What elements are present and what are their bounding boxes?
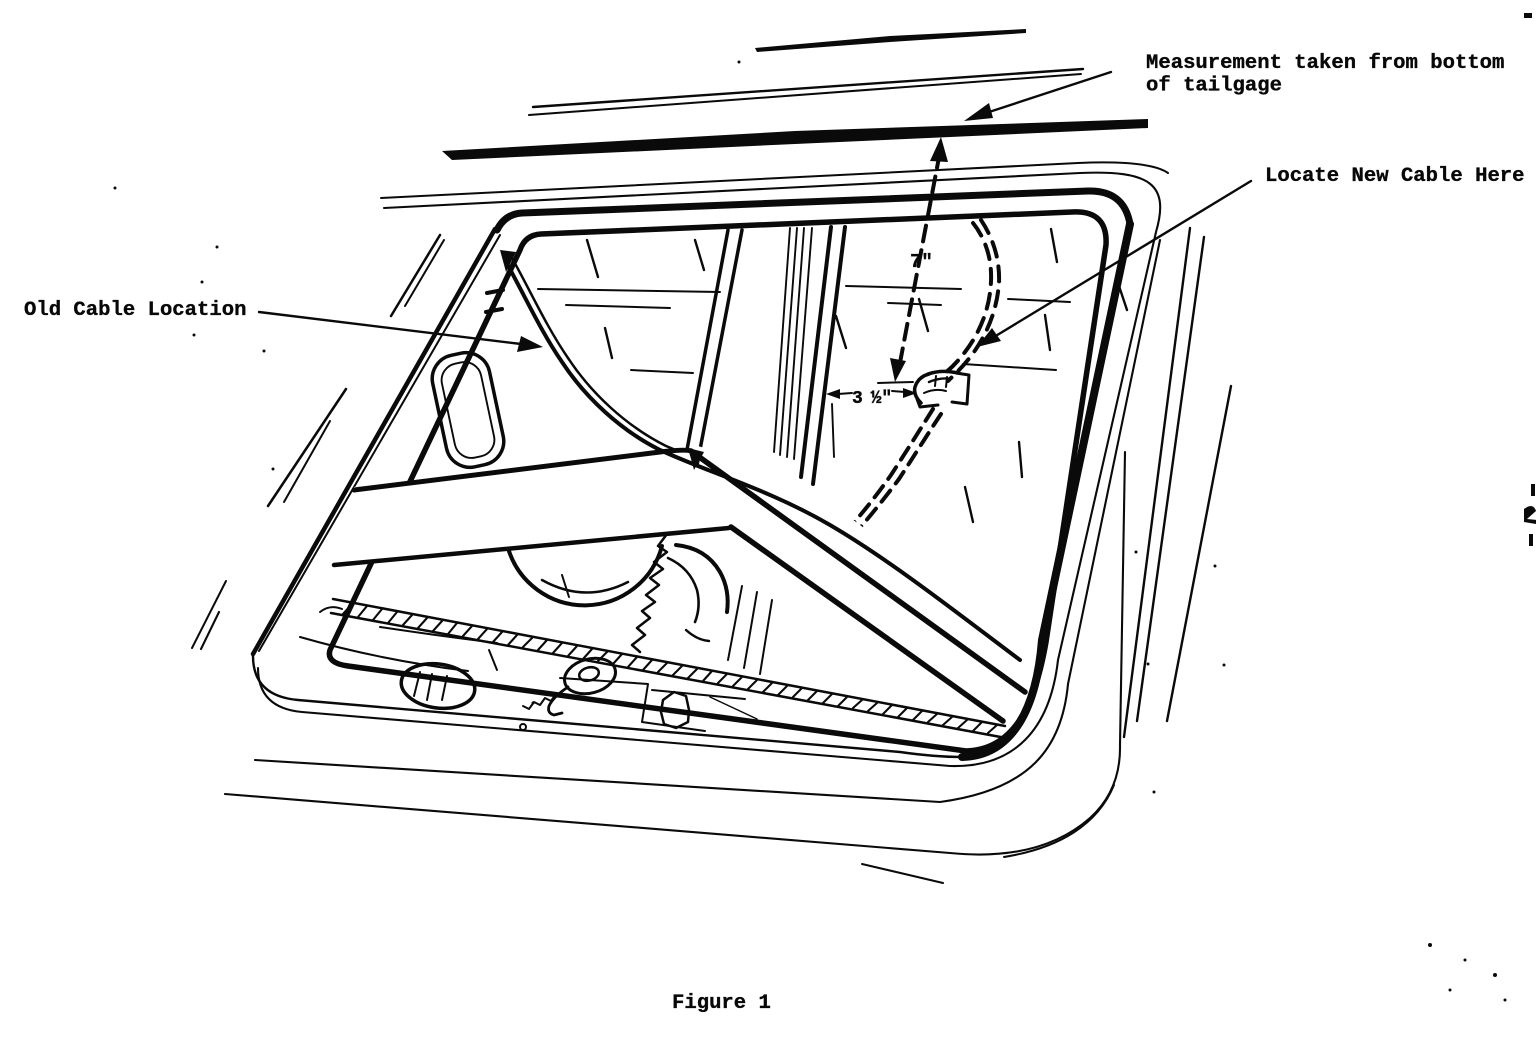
svg-text:Locate New Cable Here: Locate New Cable Here bbox=[1265, 165, 1525, 188]
svg-text:Measurement taken from bottom: Measurement taken from bottom bbox=[1146, 52, 1504, 75]
svg-text:of tailgage: of tailgage bbox=[1146, 75, 1282, 98]
svg-text:7": 7" bbox=[910, 251, 933, 273]
svg-text:3 ½": 3 ½" bbox=[852, 389, 892, 409]
svg-text:Old Cable Location: Old Cable Location bbox=[24, 299, 246, 322]
svg-text:Figure 1: Figure 1 bbox=[672, 992, 771, 1015]
